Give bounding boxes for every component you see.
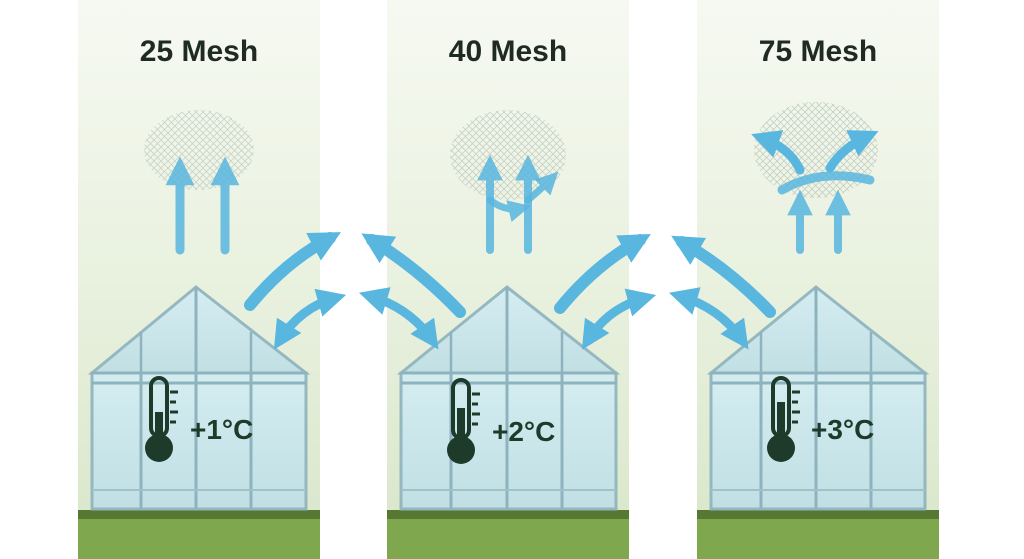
airflow-arrow-icon <box>554 233 651 314</box>
ground-edge <box>78 510 320 519</box>
greenhouse-icon <box>396 285 621 511</box>
panel-75-mesh: 75 Mesh <box>668 0 939 559</box>
greenhouse-icon <box>706 285 930 511</box>
airflow-arrow-icon <box>751 130 805 175</box>
panel-40-mesh: 40 Mesh <box>358 0 657 559</box>
panel-title: 75 Mesh <box>759 35 877 68</box>
airflow-arrow-icon <box>668 287 749 350</box>
panel-title: 25 Mesh <box>140 35 258 68</box>
airflow-arrow-icon <box>524 171 559 204</box>
thermometer-icon <box>767 376 800 462</box>
temperature-label: +3°C <box>811 414 874 445</box>
thermometer-icon <box>447 378 480 464</box>
airflow-arrow-icon <box>486 196 531 222</box>
airflow-arrow-icon <box>361 233 466 318</box>
ground-edge <box>387 510 629 519</box>
panel-25-mesh: 25 Mesh +1°C <box>78 0 347 559</box>
mesh-net-icon <box>144 110 254 190</box>
airflow-arrow-icon <box>777 171 875 195</box>
airflow-arrow-icon <box>273 288 347 350</box>
mesh-net-icon <box>754 102 878 198</box>
airflow-arrow-icon <box>358 287 439 350</box>
panel-title: 40 Mesh <box>449 35 567 68</box>
airflow-arrow-icon <box>244 232 342 311</box>
airflow-arrow-icon <box>671 235 776 318</box>
greenhouse-icon <box>87 285 311 511</box>
ground-edge <box>697 510 939 519</box>
thermometer-icon <box>145 376 178 462</box>
airflow-arrow-icon <box>825 130 879 173</box>
temperature-label: +2°C <box>492 416 555 447</box>
mesh-net-icon <box>450 110 566 200</box>
airflow-arrow-icon <box>581 288 657 350</box>
temperature-label: +1°C <box>190 414 253 445</box>
